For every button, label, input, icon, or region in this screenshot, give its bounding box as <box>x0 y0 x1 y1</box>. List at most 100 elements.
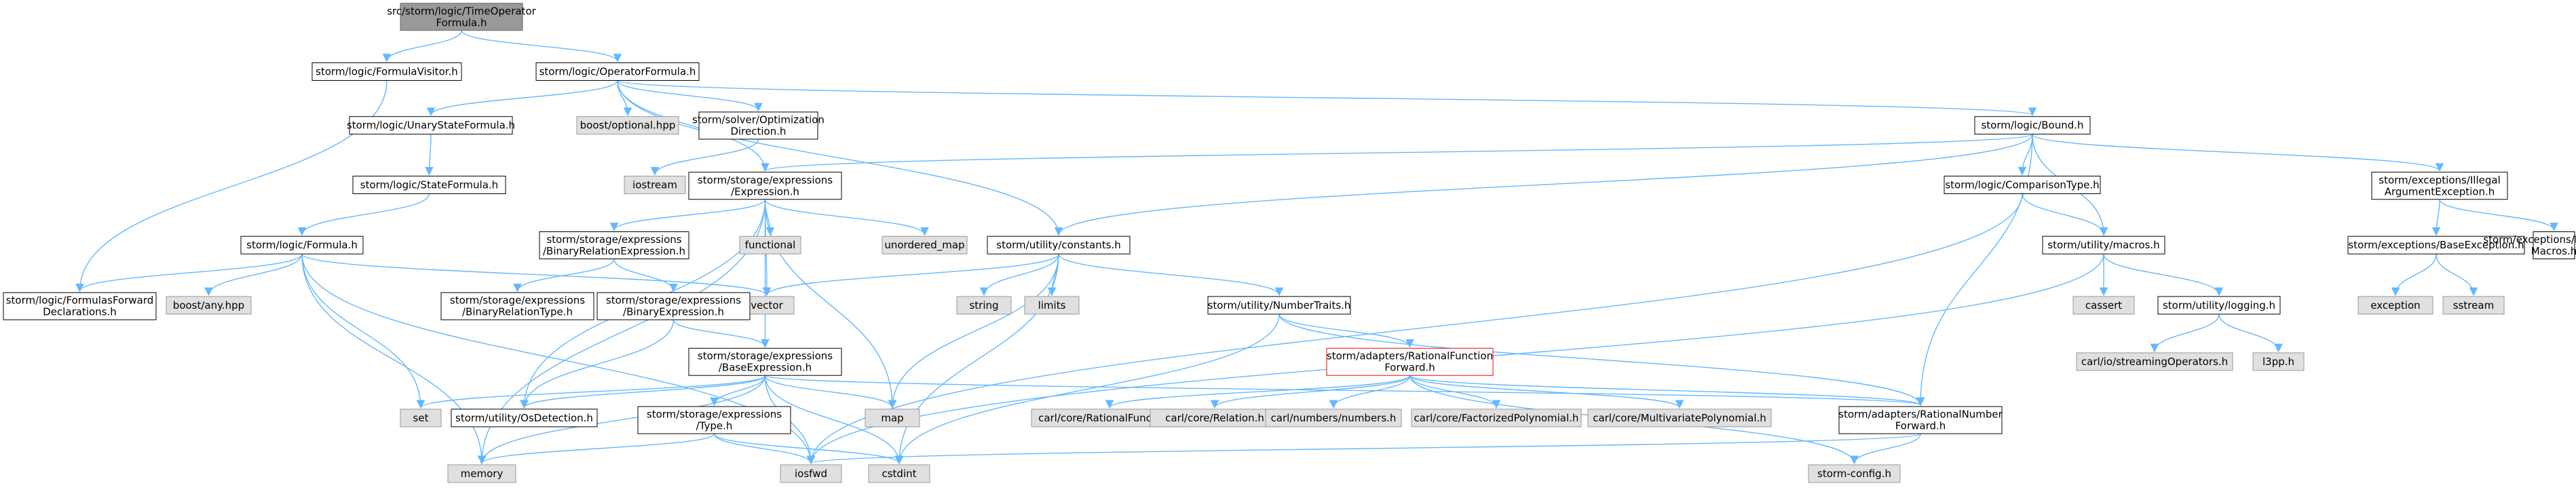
edge-illegalArg-to-exceptionMacros <box>2439 199 2558 231</box>
node-formulasForward[interactable]: storm/logic/FormulasForwardDeclarations.… <box>3 292 157 320</box>
node-box <box>2347 235 2525 254</box>
node-binaryRelExpr[interactable]: storm/storage/expressions/BinaryRelation… <box>539 231 689 260</box>
node-label: carl/core/MultivariatePolynomial.h <box>1593 412 1766 424</box>
node-label: iosfwd <box>795 468 827 480</box>
node-box <box>2042 235 2165 254</box>
edge-ratFuncForward-to-carlRatFunc <box>1105 375 1411 409</box>
node-label: src/storm/logic/TimeOperator <box>387 5 536 17</box>
node-set: set <box>400 409 442 428</box>
node-box <box>698 111 818 140</box>
node-constants[interactable]: storm/utility/constants.h <box>987 235 1131 254</box>
node-formulaVisitor[interactable]: storm/logic/FormulaVisitor.h <box>311 62 462 81</box>
node-box <box>987 235 1131 254</box>
node-label: /BinaryExpression.h <box>623 306 724 318</box>
node-box <box>400 409 442 428</box>
node-streamingOps: carl/io/streamingOperators.h <box>2076 352 2233 371</box>
node-numberTraits[interactable]: storm/utility/NumberTraits.h <box>1207 296 1351 315</box>
edge-formula-to-memory <box>301 254 487 465</box>
node-box <box>1944 175 2101 194</box>
edge-exprType-to-cstdint <box>713 433 904 465</box>
edge-operatorFormula-to-constants <box>617 80 1063 236</box>
node-stateFormula[interactable]: storm/logic/StateFormula.h <box>352 175 506 194</box>
dependency-edges <box>75 30 2558 465</box>
edge-baseExpr-to-ratNumForward <box>764 375 1925 406</box>
edge-ratNumForward-to-stormConfig <box>1850 433 1921 465</box>
node-label: carl/core/Relation.h <box>1165 412 1264 424</box>
node-baseExpr[interactable]: storm/storage/expressions/BaseExpression… <box>688 347 842 376</box>
node-label: set <box>413 412 429 424</box>
edge-baseExpr-to-osDetection <box>520 375 766 409</box>
edge-operatorFormula-to-optimizationDir <box>617 80 763 112</box>
node-label: carl/core/FactorizedPolynomial.h <box>1414 412 1579 424</box>
node-binaryRelType[interactable]: storm/storage/expressions/BinaryRelation… <box>440 292 594 320</box>
node-box <box>637 406 791 434</box>
edge-numberTraits-to-ratFuncForward <box>1278 314 1414 348</box>
edge-comparisonType-to-macros <box>2022 193 2108 236</box>
node-box <box>1150 409 1280 428</box>
node-binaryExpr[interactable]: storm/storage/expressions/BinaryExpressi… <box>596 292 751 320</box>
node-exceptionMacros[interactable]: storm/exceptions/ExceptionMacros.h <box>2483 231 2576 260</box>
edge-bound-to-expression <box>761 134 2033 172</box>
edge-operatorFormula-to-unaryState <box>426 80 618 116</box>
node-formula[interactable]: storm/logic/Formula.h <box>240 235 364 254</box>
node-baseException[interactable]: storm/exceptions/BaseException.h <box>2347 235 2525 254</box>
node-box <box>1808 464 1901 483</box>
edge-logging-to-streamingOps <box>2150 314 2220 353</box>
node-operatorFormula[interactable]: storm/logic/OperatorFormula.h <box>535 62 700 81</box>
edge-baseExpr-to-cstdint <box>764 375 904 465</box>
node-box <box>535 62 700 81</box>
edge-constants-to-vector <box>762 253 1059 297</box>
edge-expression-to-binaryRelExpr <box>609 199 766 231</box>
node-box <box>596 292 751 320</box>
node-label: cstdint <box>882 468 916 480</box>
node-label: Declarations.h <box>43 306 117 318</box>
edge-ratFuncForward-to-ratNumForward <box>1409 375 1925 406</box>
node-iostream: iostream <box>624 175 686 194</box>
node-unaryState[interactable]: storm/logic/UnaryStateFormula.h <box>347 116 515 135</box>
node-label: storm/logic/ComparisonType.h <box>1945 178 2099 191</box>
node-label: storm/utility/constants.h <box>996 239 1120 251</box>
node-illegalArg[interactable]: storm/exceptions/IllegalArgumentExceptio… <box>2371 172 2508 200</box>
node-label: /BinaryRelationType.h <box>462 306 573 318</box>
node-box <box>451 409 598 428</box>
edge-exprType-to-memory <box>477 433 715 465</box>
node-boostOptional: boost/optional.hpp <box>576 116 679 135</box>
node-memory: memory <box>447 464 516 483</box>
node-bound[interactable]: storm/logic/Bound.h <box>1974 116 2091 135</box>
edge-constants-to-map <box>888 254 1059 409</box>
node-expression[interactable]: storm/storage/expressions/Expression.h <box>688 172 842 200</box>
node-osDetection[interactable]: storm/utility/OsDetection.h <box>451 409 598 428</box>
node-logging[interactable]: storm/utility/logging.h <box>2157 296 2281 315</box>
node-exprType[interactable]: storm/storage/expressions/Type.h <box>637 406 791 434</box>
edge-binaryExpr-to-osDetection <box>520 320 675 409</box>
node-label: storm/utility/logging.h <box>2163 299 2275 311</box>
node-macros[interactable]: storm/utility/macros.h <box>2042 235 2165 254</box>
edge-baseExpr-to-memory <box>477 375 766 465</box>
edge-operatorFormula-to-bound <box>617 79 2037 116</box>
edge-formula-to-vector <box>301 253 772 297</box>
edge-ratNumForward-to-iosfwd <box>807 433 1921 465</box>
edge-ratFuncForward-to-carlFactorized <box>1409 375 1501 409</box>
node-box <box>2442 296 2505 315</box>
node-label: storm/utility/NumberTraits.h <box>1208 299 1351 311</box>
node-string: string <box>956 296 1012 315</box>
node-box <box>240 235 364 254</box>
node-box <box>2252 352 2305 371</box>
node-label: ArgumentException.h <box>2385 185 2495 197</box>
edge-binaryRelExpr-to-binaryExpr <box>613 259 678 292</box>
node-comparisonType[interactable]: storm/logic/ComparisonType.h <box>1944 175 2101 194</box>
edge-baseException-to-sstream <box>2436 254 2478 297</box>
node-label: vector <box>751 299 783 311</box>
node-label: storm/logic/UnaryStateFormula.h <box>347 119 515 132</box>
edge-bound-to-ratNumForward <box>1916 134 2033 406</box>
edge-constants-to-numberTraits <box>1058 253 1284 297</box>
node-iosfwd: iosfwd <box>780 464 842 483</box>
node-exception: exception <box>2357 296 2433 315</box>
node-label: storm/solver/Optimization <box>692 114 825 126</box>
